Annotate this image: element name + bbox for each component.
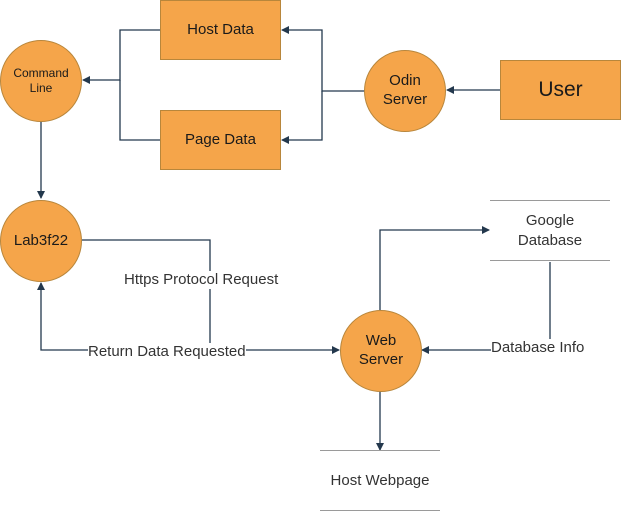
user-node: User xyxy=(500,60,621,120)
host-data-node: Host Data xyxy=(160,0,281,60)
https-request-label: Https Protocol Request xyxy=(124,271,279,289)
edge-return-data-to-lab xyxy=(37,282,210,351)
page-data-node: Page Data xyxy=(160,110,281,170)
edge-web-server-to-database xyxy=(379,226,490,310)
edge-odin-to-host-data xyxy=(281,26,364,92)
edge-odin-to-page-data xyxy=(281,91,323,144)
odin-server-node: Odin Server xyxy=(364,50,446,132)
host-webpage-store: Host Webpage xyxy=(320,450,440,511)
edge-https-request xyxy=(82,239,211,350)
edge-page-data-to-command-line xyxy=(119,80,160,141)
lab3f22-node: Lab3f22 xyxy=(0,200,82,282)
edge-host-data-to-command-line xyxy=(82,29,160,84)
return-data-label: Return Data Requested xyxy=(88,343,246,361)
edge-database-info xyxy=(421,262,551,354)
google-database-store: Google Database xyxy=(490,200,610,261)
web-server-node: Web Server xyxy=(340,310,422,392)
database-info-label: Database Info xyxy=(491,339,585,357)
command-line-node: Command Line xyxy=(0,40,82,122)
